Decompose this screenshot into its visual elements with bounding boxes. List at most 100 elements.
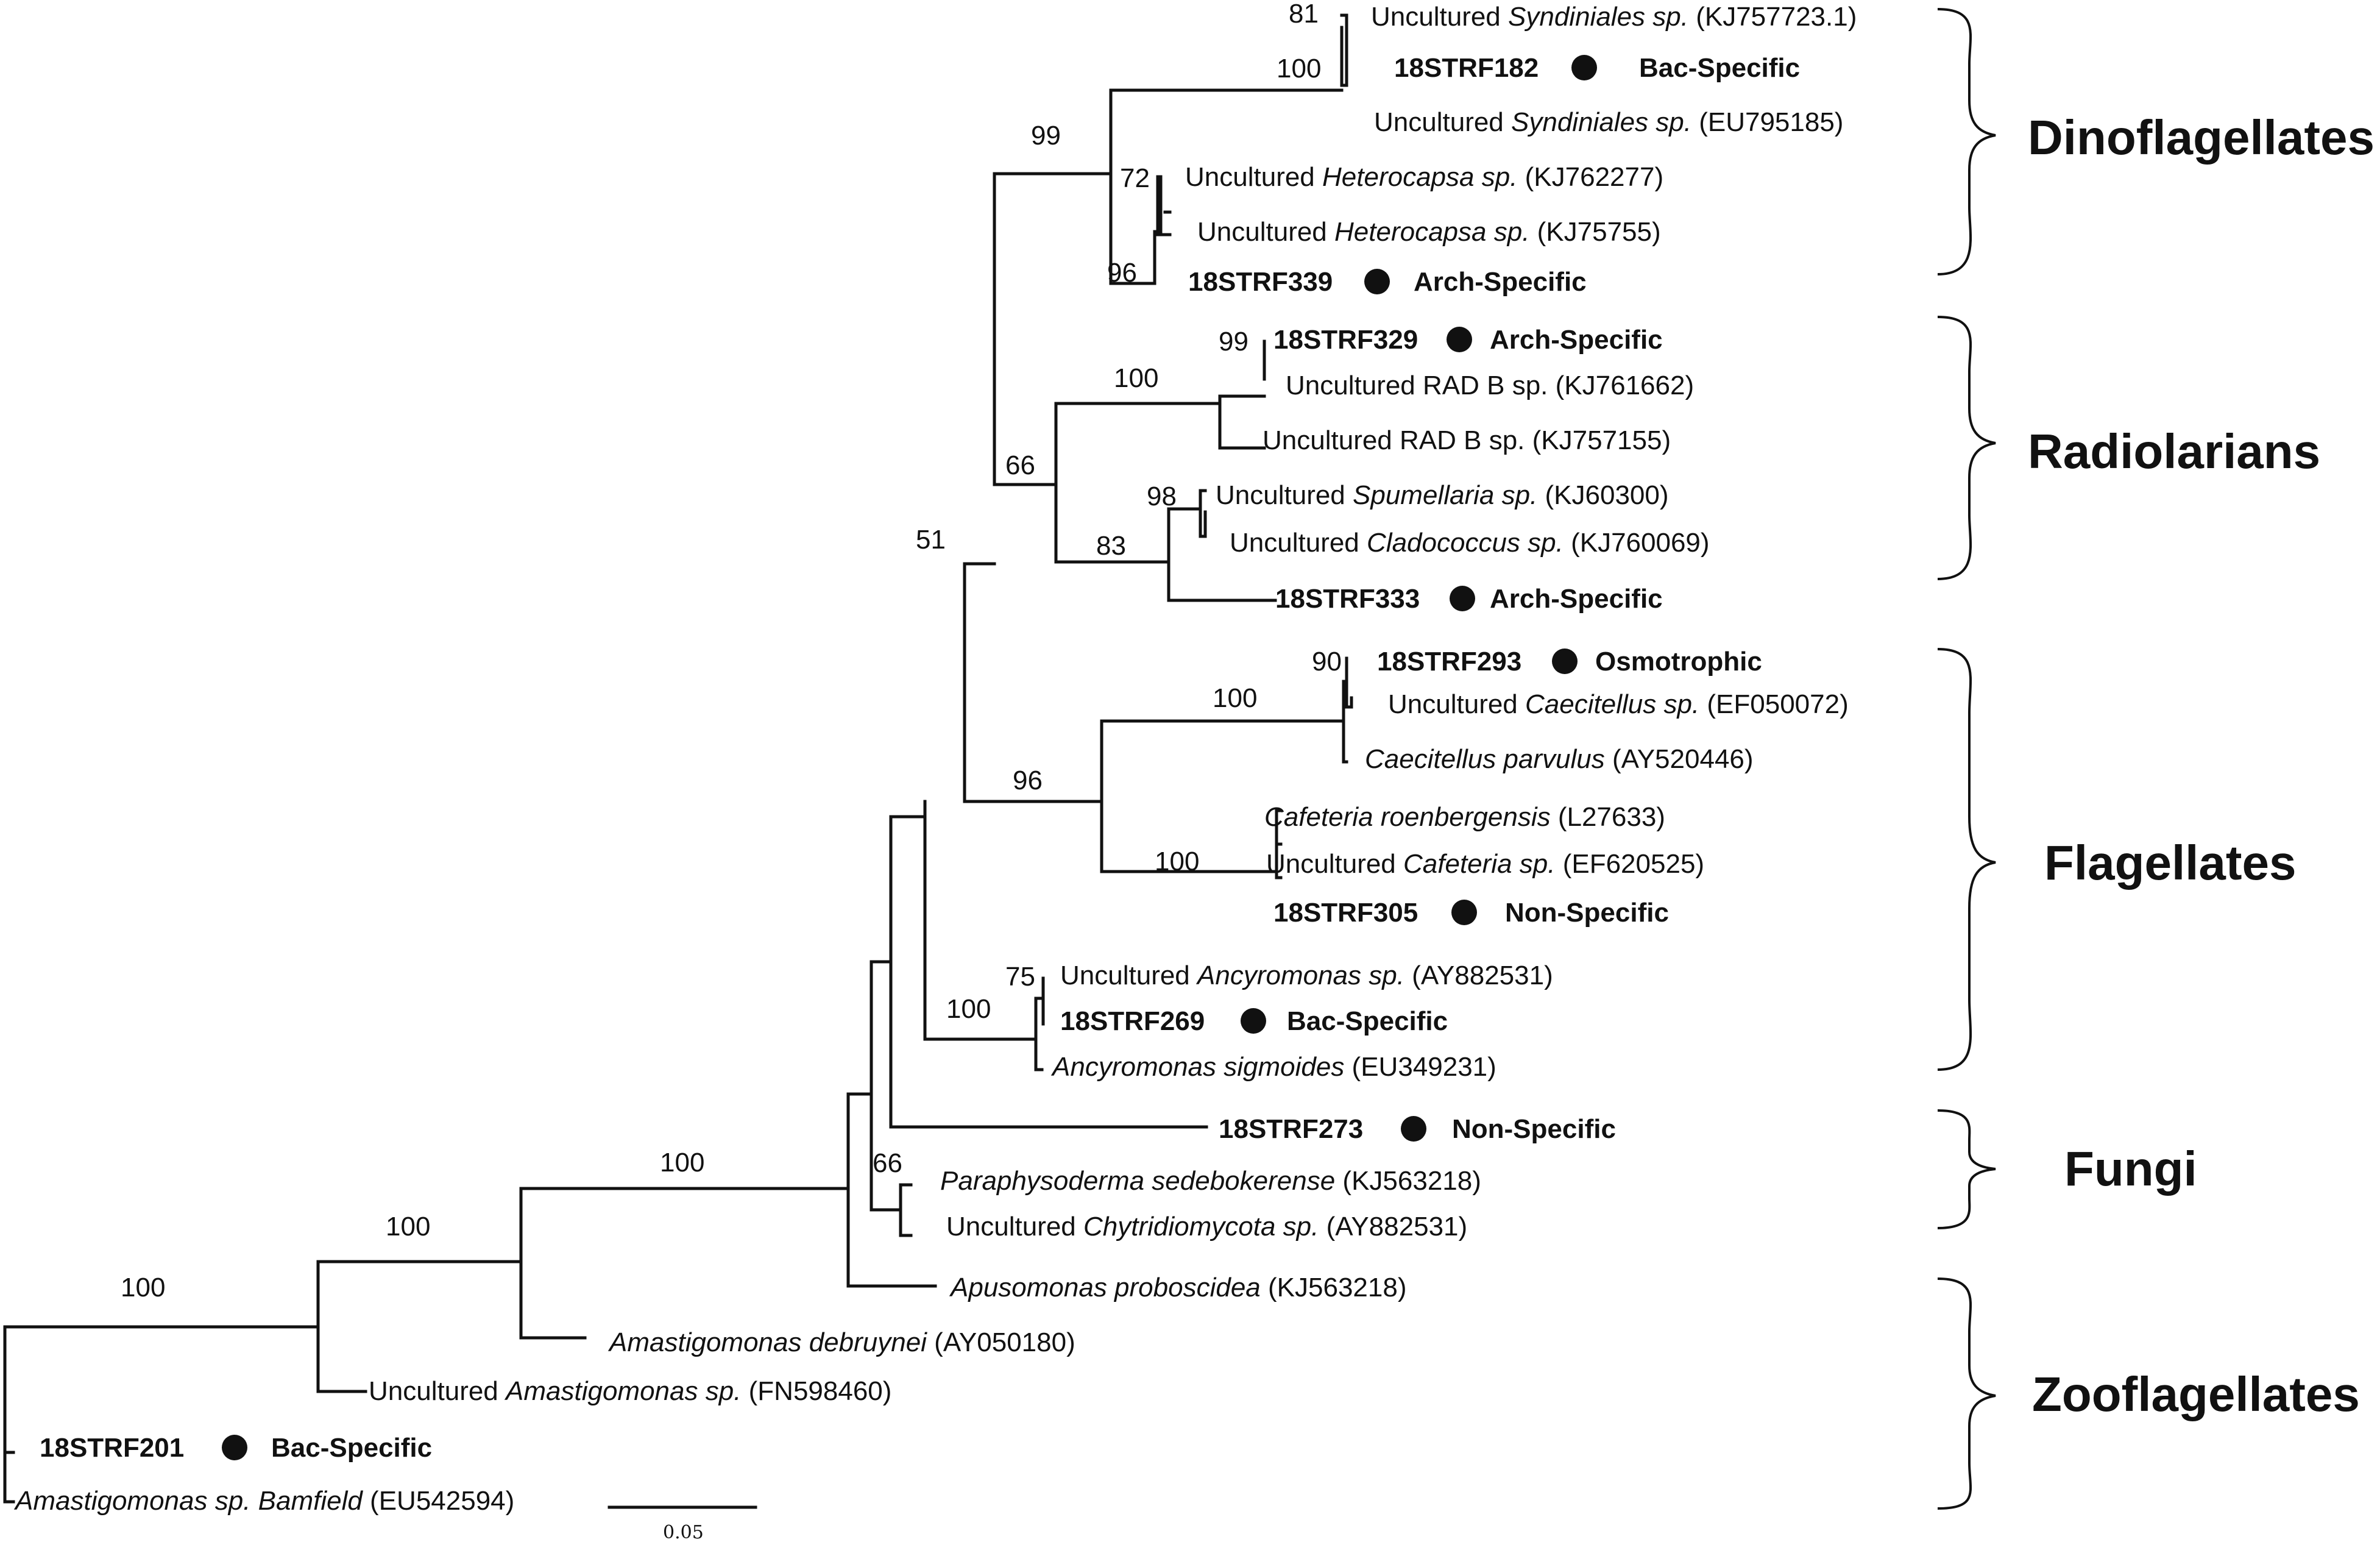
- scale-bar: 0.05: [607, 1505, 757, 1542]
- taxon-name-part: Uncultured: [1230, 528, 1367, 558]
- taxon-label: Caecitellus parvulus (AY520446): [1365, 744, 1754, 774]
- taxon-name-part: Uncultured: [1185, 162, 1322, 192]
- bootstrap-value: 90: [1312, 647, 1342, 677]
- taxon-name: Uncultured Ancyromonas sp. (AY882531): [1060, 961, 1553, 990]
- specificity-tag: Arch-Specific: [1490, 584, 1663, 614]
- specificity-dot-icon: [1241, 1008, 1266, 1034]
- taxon-name: Uncultured Caecitellus sp. (EF050072): [1388, 689, 1849, 719]
- taxon-name-part: Uncultured: [1266, 849, 1403, 879]
- taxon-name: 18STRF273: [1219, 1114, 1363, 1144]
- taxon-label: Uncultured Syndiniales sp. (KJ757723.1): [1371, 2, 1857, 32]
- taxon-name-part: Syndiniales sp.: [1508, 2, 1688, 32]
- taxon-label: Uncultured RAD B sp. (KJ761662): [1286, 371, 1694, 400]
- taxon-name-part: (KJ762277): [1517, 162, 1663, 192]
- specificity-dot-icon: [1447, 327, 1472, 352]
- taxon-label: Apusomonas proboscidea (KJ563218): [949, 1273, 1406, 1302]
- taxon-label: Uncultured Cafeteria sp. (EF620525): [1266, 849, 1704, 879]
- taxon-name-part: (EU349231): [1344, 1052, 1496, 1082]
- taxon-name-part: Caecitellus parvulus: [1365, 744, 1605, 774]
- taxon-label: Uncultured Caecitellus sp. (EF050072): [1388, 689, 1849, 719]
- group-label-zooflagellates: Zooflagellates: [2032, 1367, 2360, 1421]
- specificity-dot-icon: [1451, 900, 1477, 925]
- bootstrap-value: 75: [1005, 962, 1035, 992]
- brace-flagellates: [1937, 648, 1996, 1071]
- taxon-name: Amastigomonas sp. Bamfield (EU542594): [13, 1486, 514, 1516]
- taxon-label: Uncultured Syndiniales sp. (EU795185): [1374, 107, 1843, 137]
- scale-bar-label: 0.05: [663, 1522, 704, 1542]
- bootstrap-value: 100: [1114, 363, 1158, 393]
- bootstrap-value: 100: [1213, 683, 1257, 713]
- specificity-dot-icon: [222, 1435, 247, 1460]
- taxon-name-part: (FN598460): [741, 1376, 891, 1406]
- taxon-name-part: Cladococcus sp.: [1367, 528, 1564, 558]
- taxon-name-part: (AY882531): [1319, 1212, 1467, 1242]
- taxon-name-part: Uncultured: [1060, 961, 1197, 990]
- taxon-label: 18STRF269 Bac-Specific: [1060, 1006, 1448, 1036]
- specificity-tag: Bac-Specific: [1287, 1006, 1448, 1036]
- bootstrap-value: 99: [1219, 327, 1248, 357]
- taxon-name: Uncultured Chytridiomycota sp. (AY882531…: [946, 1212, 1467, 1242]
- taxon-name: 18STRF293: [1377, 647, 1521, 677]
- brace-zooflagellates: [1937, 1277, 1996, 1510]
- taxon-name-part: (KJ75755): [1529, 217, 1660, 247]
- taxon-name-part: Amastigomonas debruynei: [607, 1327, 927, 1357]
- taxon-label: Uncultured Chytridiomycota sp. (AY882531…: [946, 1212, 1467, 1242]
- specificity-tag: Non-Specific: [1452, 1114, 1616, 1144]
- taxon-name-part: (KJ60300): [1537, 480, 1668, 510]
- brace-radiolarians: [1937, 316, 1996, 580]
- bootstrap-value: 100: [1277, 54, 1321, 83]
- bootstrap-value: 72: [1120, 163, 1150, 193]
- taxon-name: Uncultured RAD B sp. (KJ757155): [1263, 425, 1671, 455]
- group-labels: Dinoflagellates Radiolarians Flagellates…: [2028, 110, 2375, 1421]
- taxon-name-part: Uncultured RAD B sp. (KJ757155): [1263, 425, 1671, 455]
- taxon-name-part: Uncultured: [369, 1376, 506, 1406]
- taxon-name-part: Caecitellus sp.: [1525, 689, 1699, 719]
- taxon-name-part: Heterocapsa sp.: [1322, 162, 1517, 192]
- taxon-name-part: (AY520446): [1605, 744, 1754, 774]
- taxon-label: Uncultured Cladococcus sp. (KJ760069): [1230, 528, 1710, 558]
- taxon-name: Uncultured Amastigomonas sp. (FN598460): [369, 1376, 891, 1406]
- specificity-tag: Bac-Specific: [1639, 53, 1800, 83]
- taxon-name: Uncultured Heterocapsa sp. (KJ762277): [1185, 162, 1663, 192]
- taxon-name-part: Uncultured: [1197, 217, 1334, 247]
- taxon-name-part: (EU542594): [363, 1486, 514, 1516]
- taxon-name: Uncultured RAD B sp. (KJ761662): [1286, 371, 1694, 400]
- taxon-name-part: Ancyromonas sigmoides: [1050, 1052, 1344, 1082]
- taxon-name: Uncultured Syndiniales sp. (EU795185): [1374, 107, 1843, 137]
- taxon-name-part: Paraphysoderma sedebokerense: [940, 1166, 1335, 1196]
- taxon-label: Uncultured Amastigomonas sp. (FN598460): [369, 1376, 891, 1406]
- taxon-name-part: Heterocapsa sp.: [1334, 217, 1529, 247]
- taxon-name-part: Amastigomonas sp. Bamfield: [13, 1486, 363, 1516]
- brace-fungi: [1937, 1109, 1996, 1229]
- specificity-dot-icon: [1364, 269, 1390, 294]
- taxon-name-part: (KJ757723.1): [1688, 2, 1857, 32]
- taxon-name: 18STRF269: [1060, 1006, 1205, 1036]
- taxon-name: 18STRF339: [1188, 267, 1333, 297]
- taxon-name-part: (EF050072): [1699, 689, 1849, 719]
- bootstrap-value: 100: [1155, 847, 1199, 876]
- taxon-label: Uncultured Heterocapsa sp. (KJ75755): [1197, 217, 1661, 247]
- bootstrap-value: 100: [946, 994, 991, 1024]
- taxon-name-part: Cafeteria roenbergensis: [1264, 802, 1551, 832]
- taxon-name-part: Chytridiomycota sp.: [1083, 1212, 1319, 1242]
- taxon-name: Uncultured Spumellaria sp. (KJ60300): [1216, 480, 1669, 510]
- bootstrap-value: 96: [1013, 766, 1043, 795]
- group-label-dinoflagellates: Dinoflagellates: [2028, 110, 2375, 165]
- bootstrap-value: 100: [121, 1273, 165, 1302]
- taxon-name: Uncultured Heterocapsa sp. (KJ75755): [1197, 217, 1661, 247]
- group-label-fungi: Fungi: [2064, 1142, 2197, 1196]
- taxon-name: Paraphysoderma sedebokerense (KJ563218): [940, 1166, 1481, 1196]
- taxon-name: Amastigomonas debruynei (AY050180): [607, 1327, 1075, 1357]
- specificity-dot-icon: [1401, 1116, 1426, 1142]
- taxon-name: Uncultured Cladococcus sp. (KJ760069): [1230, 528, 1710, 558]
- tree-branches: [3, 13, 1353, 1504]
- taxon-label: Uncultured Spumellaria sp. (KJ60300): [1216, 480, 1669, 510]
- taxon-name-part: Syndiniales sp.: [1511, 107, 1691, 137]
- bootstrap-value: 83: [1096, 531, 1126, 561]
- taxon-label: 18STRF273 Non-Specific: [1219, 1114, 1616, 1144]
- specificity-tag: Osmotrophic: [1595, 647, 1762, 677]
- taxon-label: Uncultured Heterocapsa sp. (KJ762277): [1185, 162, 1663, 192]
